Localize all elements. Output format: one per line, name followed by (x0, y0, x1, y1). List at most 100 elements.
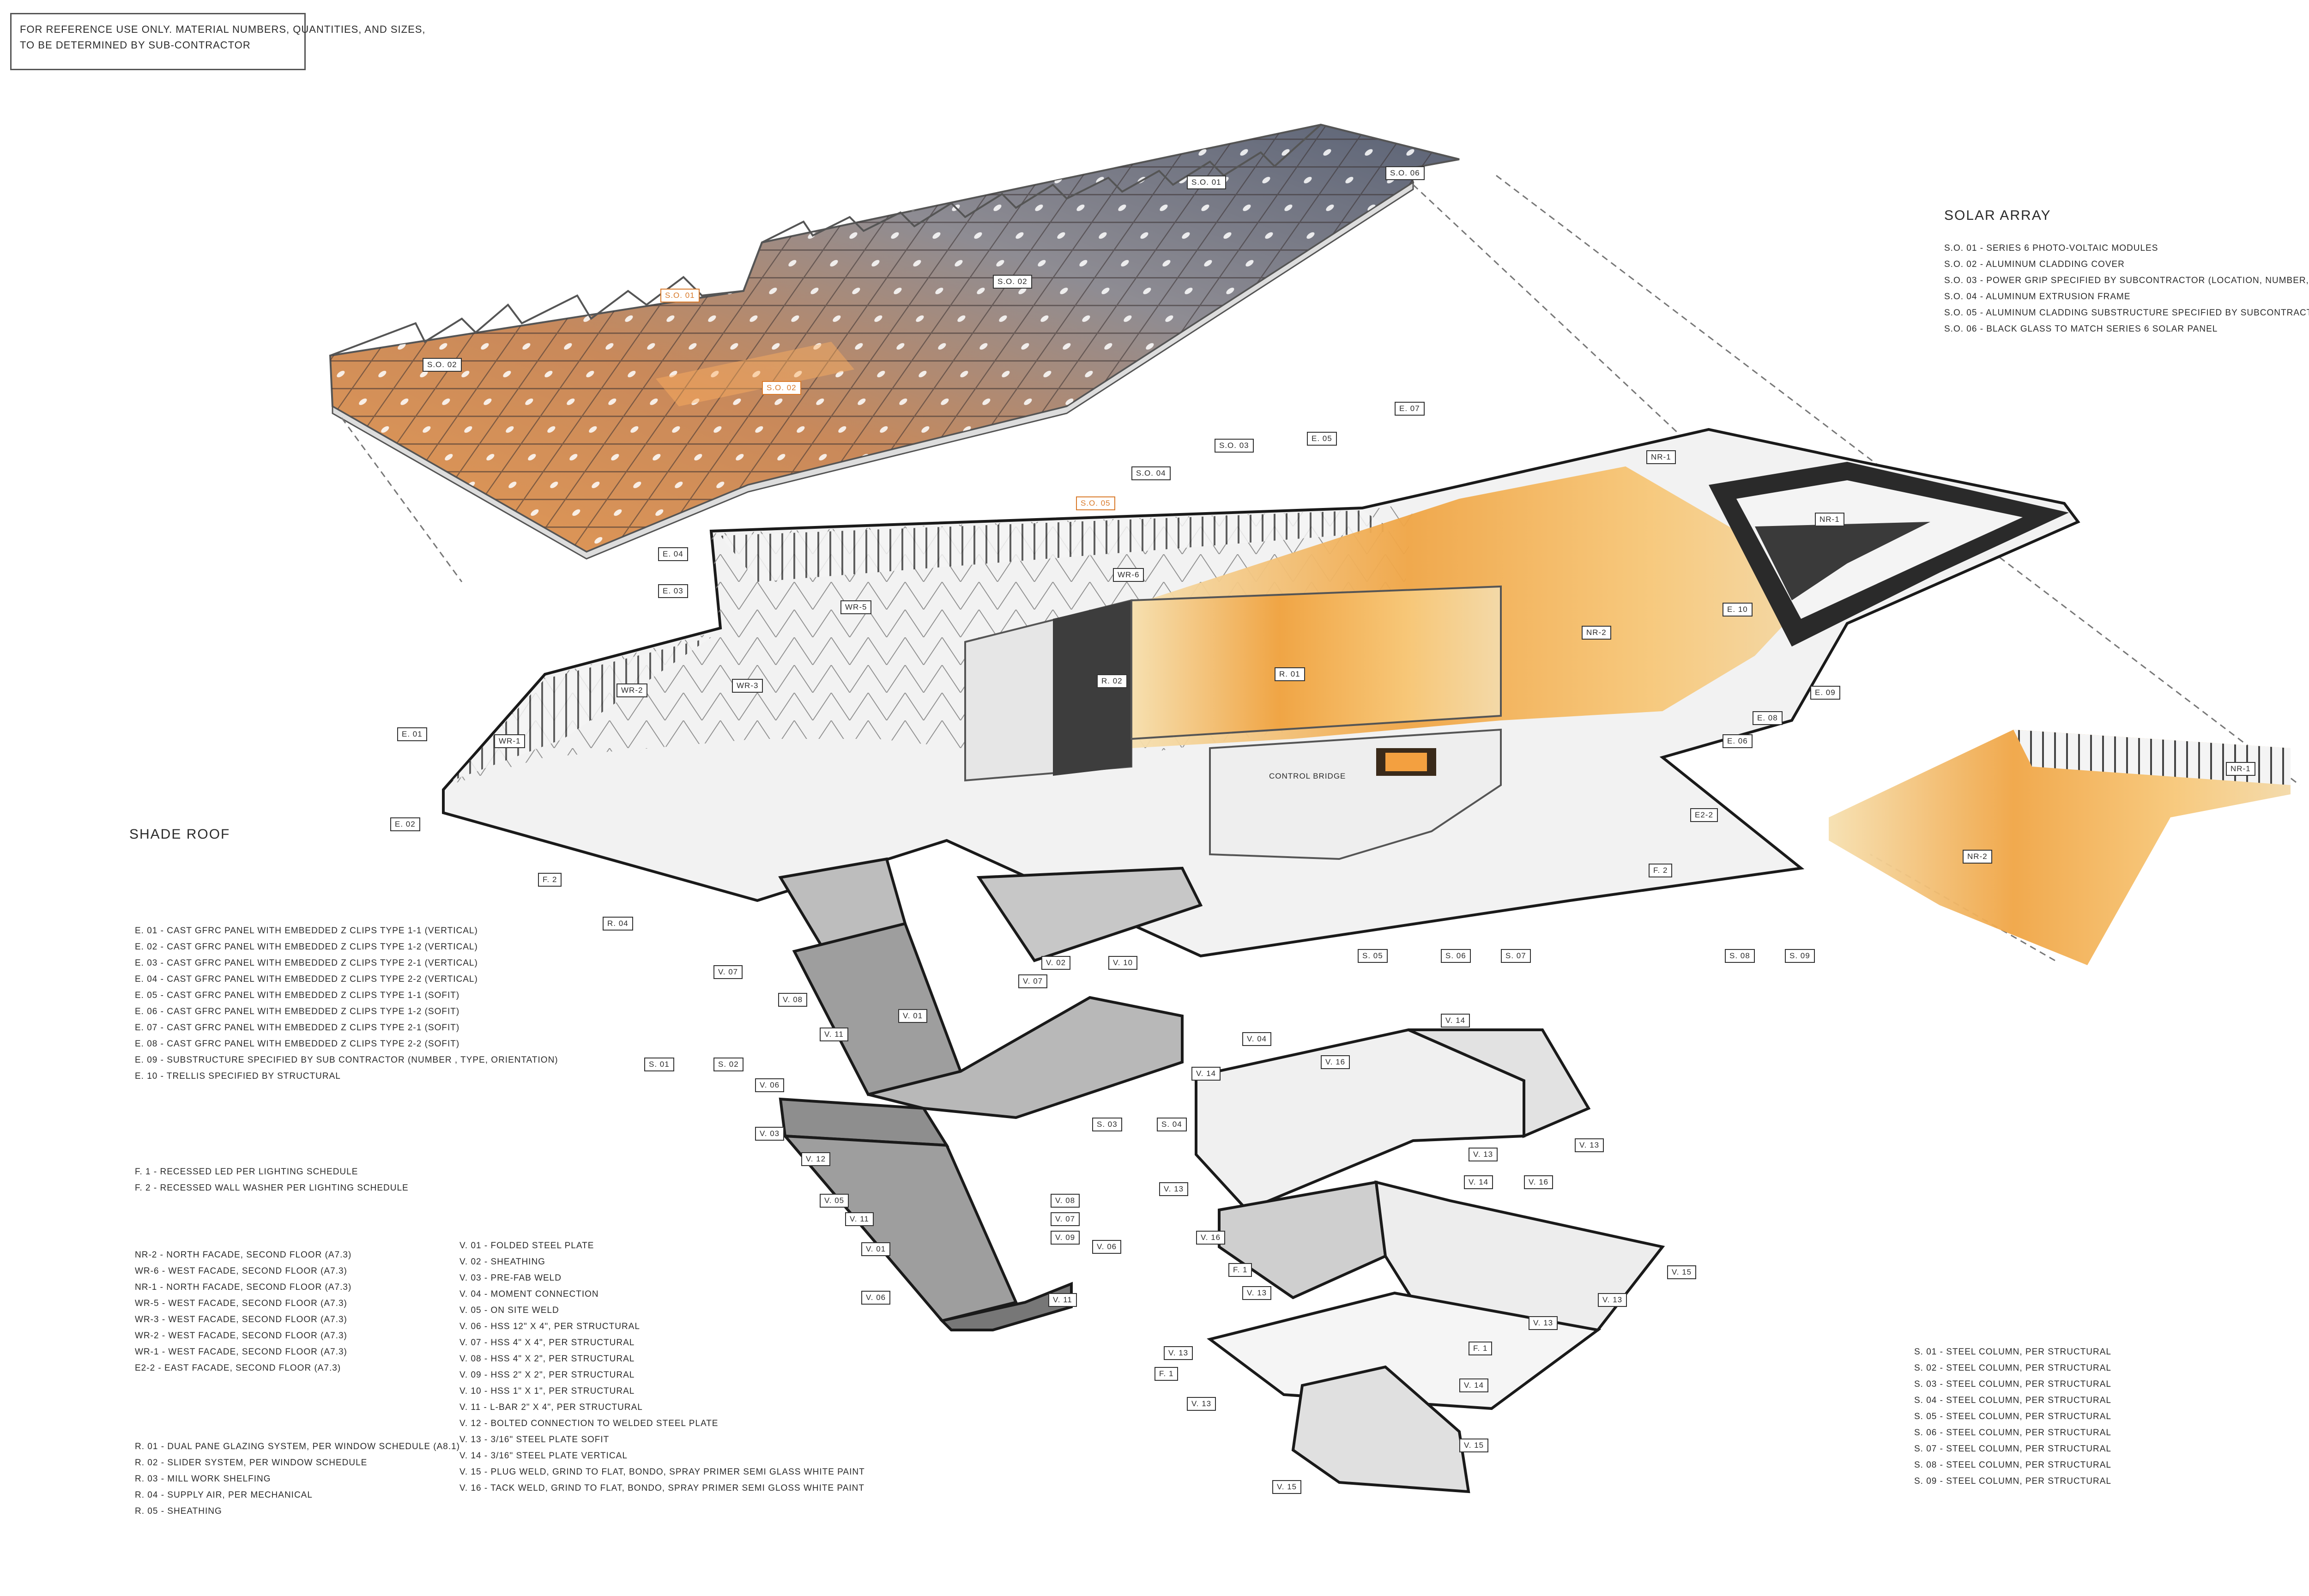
callout-tag: F. 2 (1649, 864, 1673, 877)
callout-tag: S. 03 (1092, 1118, 1122, 1131)
legend-item: S.O. 03 - POWER GRIP SPECIFIED BY SUBCON… (1944, 276, 2309, 285)
s-legend: S. 01 - STEEL COLUMN, PER STRUCTURAL S. … (1914, 1344, 2111, 1489)
legend-item: E. 06 - CAST GFRC PANEL WITH EMBEDDED Z … (135, 1007, 460, 1016)
callout-tag: V. 07 (1018, 974, 1048, 988)
callout-tag: V. 09 (1051, 1231, 1080, 1245)
legend-item: V. 13 - 3/16" STEEL PLATE SOFIT (459, 1435, 610, 1445)
callout-tag: V. 11 (845, 1212, 874, 1226)
legend-item: V. 01 - FOLDED STEEL PLATE (459, 1241, 594, 1251)
legend-item: WR-5 - WEST FACADE, SECOND FLOOR (A7.3) (135, 1299, 347, 1308)
legend-item: V. 11 - L-BAR 2" X 4", PER STRUCTURAL (459, 1403, 643, 1412)
legend-item: R. 03 - MILL WORK SHELFING (135, 1474, 271, 1484)
legend-item: V. 05 - ON SITE WELD (459, 1306, 559, 1315)
callout-tag: V. 14 (1191, 1067, 1221, 1081)
callout-tag: V. 01 (861, 1242, 891, 1256)
legend-item: V. 16 - TACK WELD, GRIND TO FLAT, BONDO,… (459, 1483, 864, 1493)
callout-tag: V. 11 (1048, 1293, 1077, 1307)
legend-item: E. 02 - CAST GFRC PANEL WITH EMBEDDED Z … (135, 942, 478, 952)
callout-tag: R. 04 (603, 917, 633, 931)
legend-item: R. 05 - SHEATHING (135, 1506, 222, 1516)
legend-item: E. 05 - CAST GFRC PANEL WITH EMBEDDED Z … (135, 991, 460, 1000)
callout-tag: S. 08 (1725, 949, 1755, 963)
legend-item: V. 12 - BOLTED CONNECTION TO WELDED STEE… (459, 1419, 719, 1428)
callout-tag: E. 04 (658, 547, 688, 561)
callout-tag: V. 13 (1598, 1293, 1627, 1307)
callout-tag: WR-5 (840, 600, 872, 614)
callout-tag: V. 15 (1272, 1480, 1302, 1494)
legend-item: R. 02 - SLIDER SYSTEM, PER WINDOW SCHEDU… (135, 1458, 368, 1468)
callout-tag: E. 03 (658, 584, 688, 598)
callout-tag: S. 01 (644, 1058, 674, 1071)
legend-item: WR-1 - WEST FACADE, SECOND FLOOR (A7.3) (135, 1347, 347, 1357)
legend-item: V. 07 - HSS 4" X 4", PER STRUCTURAL (459, 1338, 635, 1348)
callout-tag: V. 03 (755, 1127, 785, 1141)
solar-array-panel (329, 123, 1460, 560)
legend-item: WR-3 - WEST FACADE, SECOND FLOOR (A7.3) (135, 1315, 347, 1324)
legend-item: S.O. 04 - ALUMINUM EXTRUSION FRAME (1944, 292, 2131, 302)
legend-item: V. 06 - HSS 12" X 4", PER STRUCTURAL (459, 1322, 640, 1331)
callout-tag: E. 06 (1723, 734, 1753, 748)
callout-tag: S.O. 04 (1131, 466, 1171, 480)
callout-tag: V. 14 (1464, 1175, 1493, 1189)
legend-item: S. 03 - STEEL COLUMN, PER STRUCTURAL (1914, 1379, 2111, 1389)
callout-tag: E. 10 (1723, 603, 1753, 617)
callout-tag: E. 08 (1753, 711, 1783, 725)
callout-tag: V. 10 (1108, 956, 1138, 970)
reference-note-line-2: TO BE DETERMINED BY SUB-CONTRACTOR (20, 39, 251, 51)
callout-tag: V. 06 (1092, 1240, 1122, 1254)
legend-item: E. 03 - CAST GFRC PANEL WITH EMBEDDED Z … (135, 958, 478, 968)
legend-item: S.O. 02 - ALUMINUM CLADDING COVER (1944, 260, 2125, 269)
callout-tag: V. 06 (755, 1078, 785, 1092)
callout-tag: F. 1 (1154, 1367, 1179, 1381)
callout-tag: V. 13 (1159, 1182, 1189, 1196)
callout-tag: WR-6 (1113, 568, 1144, 582)
callout-tag: V. 05 (820, 1194, 849, 1208)
callout-tag: V. 13 (1164, 1346, 1193, 1360)
callout-tag: V. 16 (1196, 1231, 1226, 1245)
control-bridge-label: CONTROL BRIDGE (1269, 772, 1346, 780)
legend-item: S. 07 - STEEL COLUMN, PER STRUCTURAL (1914, 1444, 2111, 1454)
folded-steel-plate (1195, 1028, 1665, 1493)
legend-item: V. 02 - SHEATHING (459, 1257, 545, 1267)
legend-item: E. 08 - CAST GFRC PANEL WITH EMBEDDED Z … (135, 1039, 460, 1049)
callout-tag: S. 09 (1785, 949, 1815, 963)
callout-tag: S.O. 05 (1076, 496, 1115, 510)
callout-tag: V. 13 (1575, 1138, 1604, 1152)
steel-staircase (778, 857, 1203, 1331)
callout-tag: V. 13 (1469, 1148, 1498, 1161)
callout-tag: NR-2 (1963, 850, 1992, 864)
r-legend: R. 01 - DUAL PANE GLAZING SYSTEM, PER WI… (135, 1439, 460, 1519)
callout-tag: S. 04 (1157, 1118, 1187, 1131)
legend-item: S.O. 01 - SERIES 6 PHOTO-VOLTAIC MODULES (1944, 243, 2158, 253)
legend-item: WR-2 - WEST FACADE, SECOND FLOOR (A7.3) (135, 1331, 347, 1341)
v-legend: V. 01 - FOLDED STEEL PLATE V. 02 - SHEAT… (459, 1238, 865, 1496)
callout-tag: S.O. 03 (1215, 439, 1254, 453)
legend-item: S. 09 - STEEL COLUMN, PER STRUCTURAL (1914, 1476, 2111, 1486)
callout-tag: V. 13 (1242, 1286, 1272, 1300)
callout-tag: V. 13 (1529, 1316, 1558, 1330)
callout-tag: E. 02 (390, 817, 420, 831)
callout-tag: S.O. 02 (762, 381, 801, 395)
callout-tag: V. 12 (801, 1152, 831, 1166)
callout-tag: S. 06 (1441, 949, 1471, 963)
callout-tag: V. 08 (1051, 1194, 1080, 1208)
callout-tag: V. 11 (820, 1028, 848, 1041)
callout-tag: S.O. 02 (423, 358, 462, 372)
legend-item: S. 05 - STEEL COLUMN, PER STRUCTURAL (1914, 1412, 2111, 1421)
legend-item: NR-1 - NORTH FACADE, SECOND FLOOR (A7.3) (135, 1282, 352, 1292)
legend-item: V. 03 - PRE-FAB WELD (459, 1273, 562, 1283)
legend-item: S. 08 - STEEL COLUMN, PER STRUCTURAL (1914, 1460, 2111, 1470)
legend-item: V. 15 - PLUG WELD, GRIND TO FLAT, BONDO,… (459, 1467, 865, 1477)
callout-tag: V. 14 (1459, 1378, 1489, 1392)
callout-tag: V. 15 (1667, 1265, 1697, 1279)
callout-tag: V. 07 (1051, 1212, 1080, 1226)
callout-tag: V. 04 (1242, 1032, 1272, 1046)
callout-tag: F. 1 (1469, 1342, 1493, 1355)
callout-tag: F. 1 (1228, 1263, 1252, 1277)
callout-tag: NR-2 (1582, 626, 1611, 640)
shade-roof-structure (442, 428, 2291, 965)
legend-item: NR-2 - NORTH FACADE, SECOND FLOOR (A7.3) (135, 1250, 352, 1260)
callout-tag: NR-1 (2226, 762, 2255, 776)
legend-item: E2-2 - EAST FACADE, SECOND FLOOR (A7.3) (135, 1363, 341, 1373)
legend-item: V. 14 - 3/16" STEEL PLATE VERTICAL (459, 1451, 628, 1461)
